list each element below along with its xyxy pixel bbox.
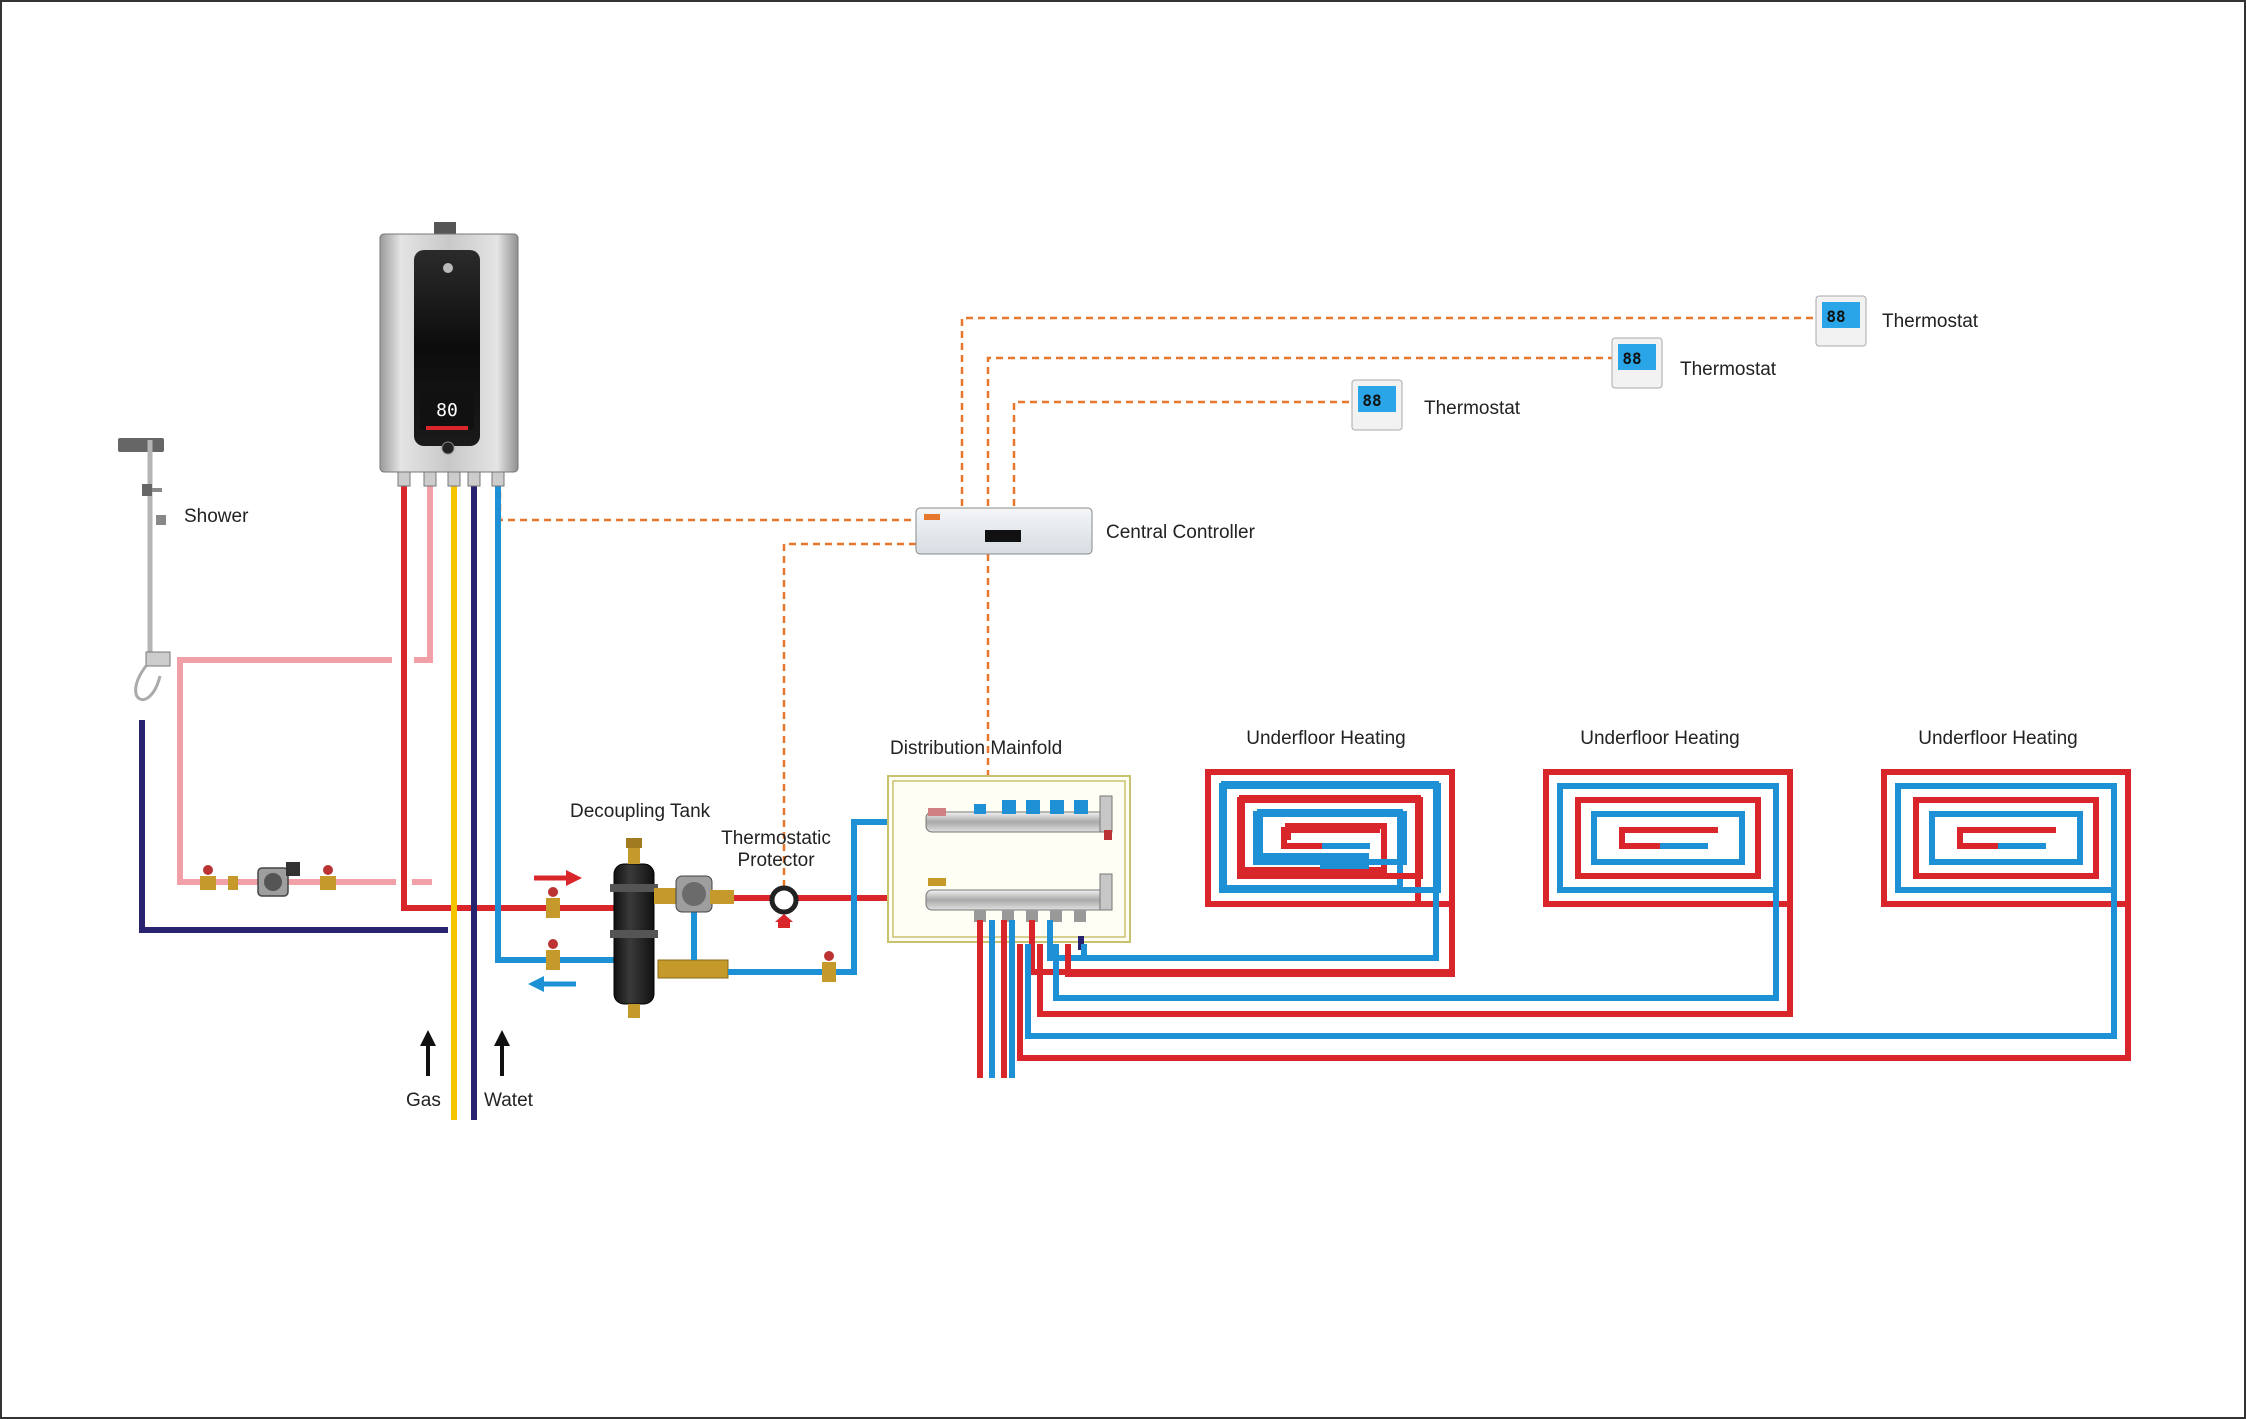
label-gas: Gas	[406, 1090, 441, 1111]
label-distribution-manifold: Distribution Mainfold	[890, 738, 1062, 759]
supply-valve	[546, 887, 560, 918]
label-underfloor-1: Underfloor Heating	[1246, 728, 1405, 749]
arrow-right-icon	[566, 870, 582, 886]
shower-cold-pipe	[139, 720, 448, 933]
label-water: Watet	[484, 1090, 534, 1111]
flow-arrow-left	[528, 976, 576, 992]
thermostat-display-2: 88	[1622, 349, 1641, 368]
thermostat-device-1: 88	[1815, 295, 1867, 347]
loop-1-feed	[1065, 886, 1455, 977]
valve-icon	[822, 962, 836, 982]
label-protector-line1: Thermostatic	[721, 828, 831, 849]
shower-icon	[118, 438, 171, 701]
flue	[434, 222, 456, 234]
valve-icon	[200, 876, 216, 890]
flow-arrow-right	[534, 870, 582, 886]
label-shower: Shower	[184, 506, 249, 527]
thermostat-device-3: 88	[1351, 379, 1403, 431]
boiler: 80	[379, 222, 519, 487]
arrow-up-icon	[420, 1030, 436, 1046]
label-thermostat-1: Thermostat	[1882, 311, 1979, 332]
arrow-up-icon	[494, 1030, 510, 1046]
return-valve-2	[822, 951, 836, 982]
distribution-manifold	[887, 775, 1131, 950]
arrow-left-icon	[528, 976, 544, 992]
thermostat-display-3: 88	[1362, 391, 1381, 410]
wire-thermostat-1	[960, 316, 1820, 518]
wire-protector	[782, 542, 916, 910]
valve-icon	[546, 898, 560, 918]
decoupling-tank	[610, 838, 744, 1018]
thermostat-display-1: 88	[1826, 307, 1845, 326]
label-central-controller: Central Controller	[1106, 522, 1256, 543]
wire-thermostat-3	[1012, 400, 1356, 518]
label-decoupling-tank: Decoupling Tank	[570, 801, 711, 822]
label-protector-line2: Protector	[737, 850, 815, 871]
label-underfloor-2: Underfloor Heating	[1580, 728, 1739, 749]
wire-thermostat-2	[986, 356, 1616, 518]
underfloor-loop-2	[1543, 769, 1793, 907]
loop-2-feed	[1037, 886, 1793, 1017]
water-arrow	[494, 1030, 510, 1076]
valve-icon	[320, 876, 336, 890]
valve-icon	[546, 950, 560, 970]
thermostat-device-2: 88	[1611, 337, 1663, 389]
label-thermostat-2: Thermostat	[1680, 359, 1777, 380]
dhw-pump	[257, 862, 300, 897]
return-valve	[546, 939, 560, 970]
loop-3-feed	[1017, 886, 2131, 1061]
label-underfloor-3: Underfloor Heating	[1918, 728, 2077, 749]
label-thermostat-3: Thermostat	[1424, 398, 1521, 419]
central-controller	[915, 507, 1093, 555]
underfloor-loop-1-coil	[1205, 769, 1455, 907]
thermostatic-protector	[769, 885, 799, 928]
underfloor-loop-3	[1881, 769, 2131, 907]
dhw-valves	[200, 865, 336, 890]
dhw-pipe	[414, 480, 433, 663]
gas-arrow	[420, 1030, 436, 1076]
manifold-outlets	[977, 920, 1015, 1078]
boiler-display: 80	[436, 400, 458, 421]
